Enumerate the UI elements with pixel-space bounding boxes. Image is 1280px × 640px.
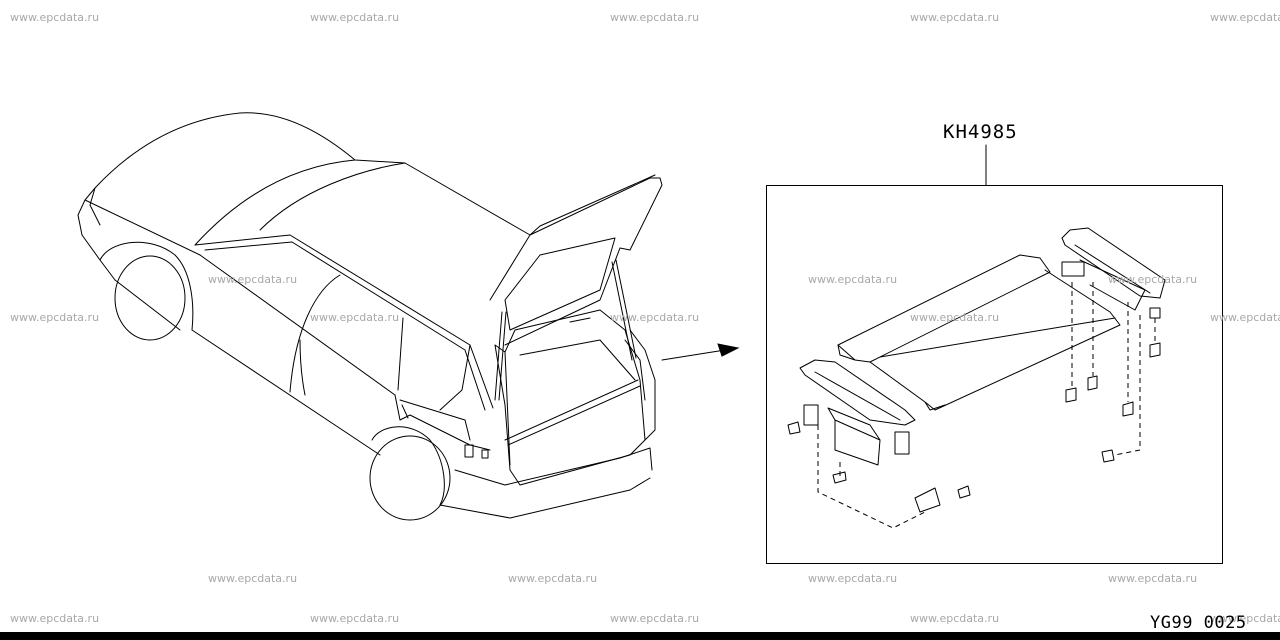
pointer-arrow bbox=[661, 343, 740, 361]
watermark: www.epcdata.ru bbox=[10, 11, 100, 24]
watermark: www.epcdata.ru bbox=[1108, 273, 1198, 286]
watermark: www.epcdata.ru bbox=[208, 572, 298, 585]
watermark: www.epcdata.ru bbox=[1210, 11, 1280, 24]
watermark: www.epcdata.ru bbox=[808, 572, 898, 585]
watermark: www.epcdata.ru bbox=[1210, 612, 1280, 625]
watermark: www.epcdata.ru bbox=[1210, 311, 1280, 324]
watermark: www.epcdata.ru bbox=[508, 572, 598, 585]
watermark: www.epcdata.ru bbox=[808, 273, 898, 286]
watermark: www.epcdata.ru bbox=[1108, 572, 1198, 585]
watermark: www.epcdata.ru bbox=[310, 612, 400, 625]
part-number-label: KH4985 bbox=[943, 121, 1018, 143]
watermark: www.epcdata.ru bbox=[610, 311, 700, 324]
bottom-bar bbox=[0, 632, 1280, 640]
watermark: www.epcdata.ru bbox=[610, 612, 700, 625]
tonneau-cover-assembly bbox=[787, 227, 1166, 529]
watermark: www.epcdata.ru bbox=[910, 11, 1000, 24]
watermark: www.epcdata.ru bbox=[310, 311, 400, 324]
watermark: www.epcdata.ru bbox=[10, 612, 100, 625]
diagram-code: YG99 0025 bbox=[1150, 613, 1247, 633]
watermark: www.epcdata.ru bbox=[10, 311, 100, 324]
watermark: www.epcdata.ru bbox=[610, 11, 700, 24]
parts-frame bbox=[766, 144, 1223, 564]
watermark: www.epcdata.ru bbox=[910, 612, 1000, 625]
vehicle-illustration bbox=[77, 112, 663, 521]
watermark: www.epcdata.ru bbox=[208, 273, 298, 286]
watermark: www.epcdata.ru bbox=[910, 311, 1000, 324]
watermark: www.epcdata.ru bbox=[310, 11, 400, 24]
